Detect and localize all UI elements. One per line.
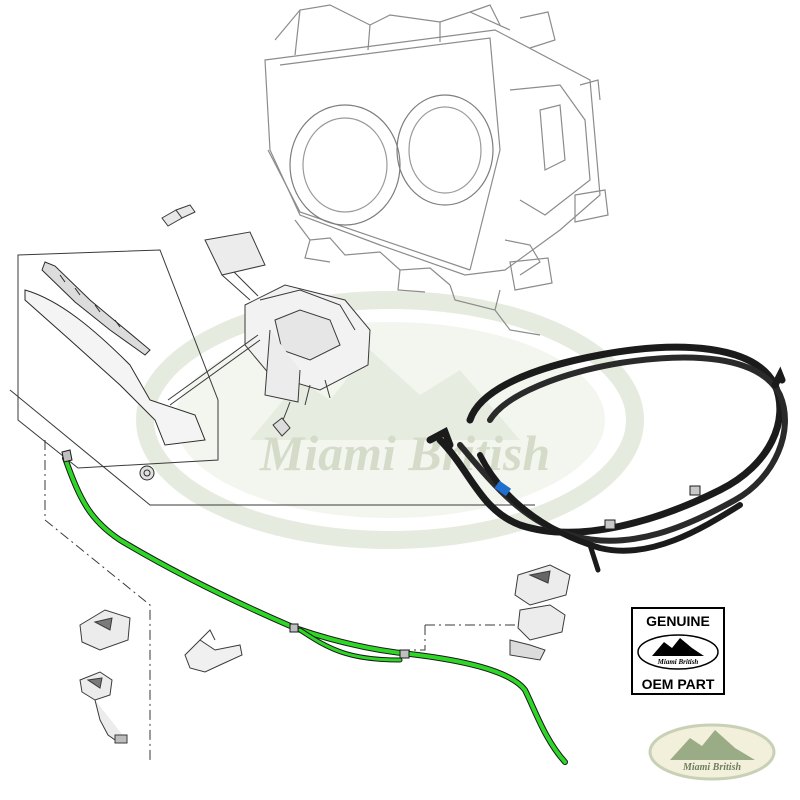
genuine-oem-badge: GENUINE Miami British OEM PART (631, 607, 725, 695)
badge-logo-text: Miami British (657, 658, 699, 666)
watermark-ring-outer (136, 291, 644, 549)
wiper-arm-inset (9, 249, 535, 506)
watermark-mountain-icon (250, 350, 520, 440)
corner-logo-mountain-icon (670, 730, 755, 760)
wiper-nut-icon (139, 465, 155, 481)
leader-lines (44, 440, 520, 760)
washer-nozzle-icon (79, 609, 131, 744)
badge-mountain-icon (652, 638, 704, 656)
wiper-motor-icon (167, 231, 371, 437)
blue-hose-clip-icon (494, 480, 512, 497)
hose-clip-icon (689, 485, 701, 496)
badge-top-label: GENUINE (646, 613, 710, 629)
corner-logo: Miami British (648, 723, 776, 781)
hose-clip-bracket-icon (184, 629, 243, 673)
screw-icon (161, 204, 196, 227)
washer-hose-highlighted-icon (61, 449, 568, 765)
corner-logo-text: Miami British (682, 762, 742, 773)
wiper-arm-icon (24, 289, 206, 446)
hose-clip-icon-2 (604, 519, 616, 530)
badge-bottom-label: OEM PART (642, 676, 715, 692)
headlamp-assembly-icon (264, 4, 609, 336)
motor-bolt-icon (272, 417, 291, 437)
wiper-blade-icon (41, 261, 151, 356)
inset-frame (17, 249, 219, 469)
watermark-text: Miami British (259, 425, 550, 481)
inset-callout-line (9, 389, 535, 506)
washer-nozzle-right-icon (509, 564, 571, 661)
